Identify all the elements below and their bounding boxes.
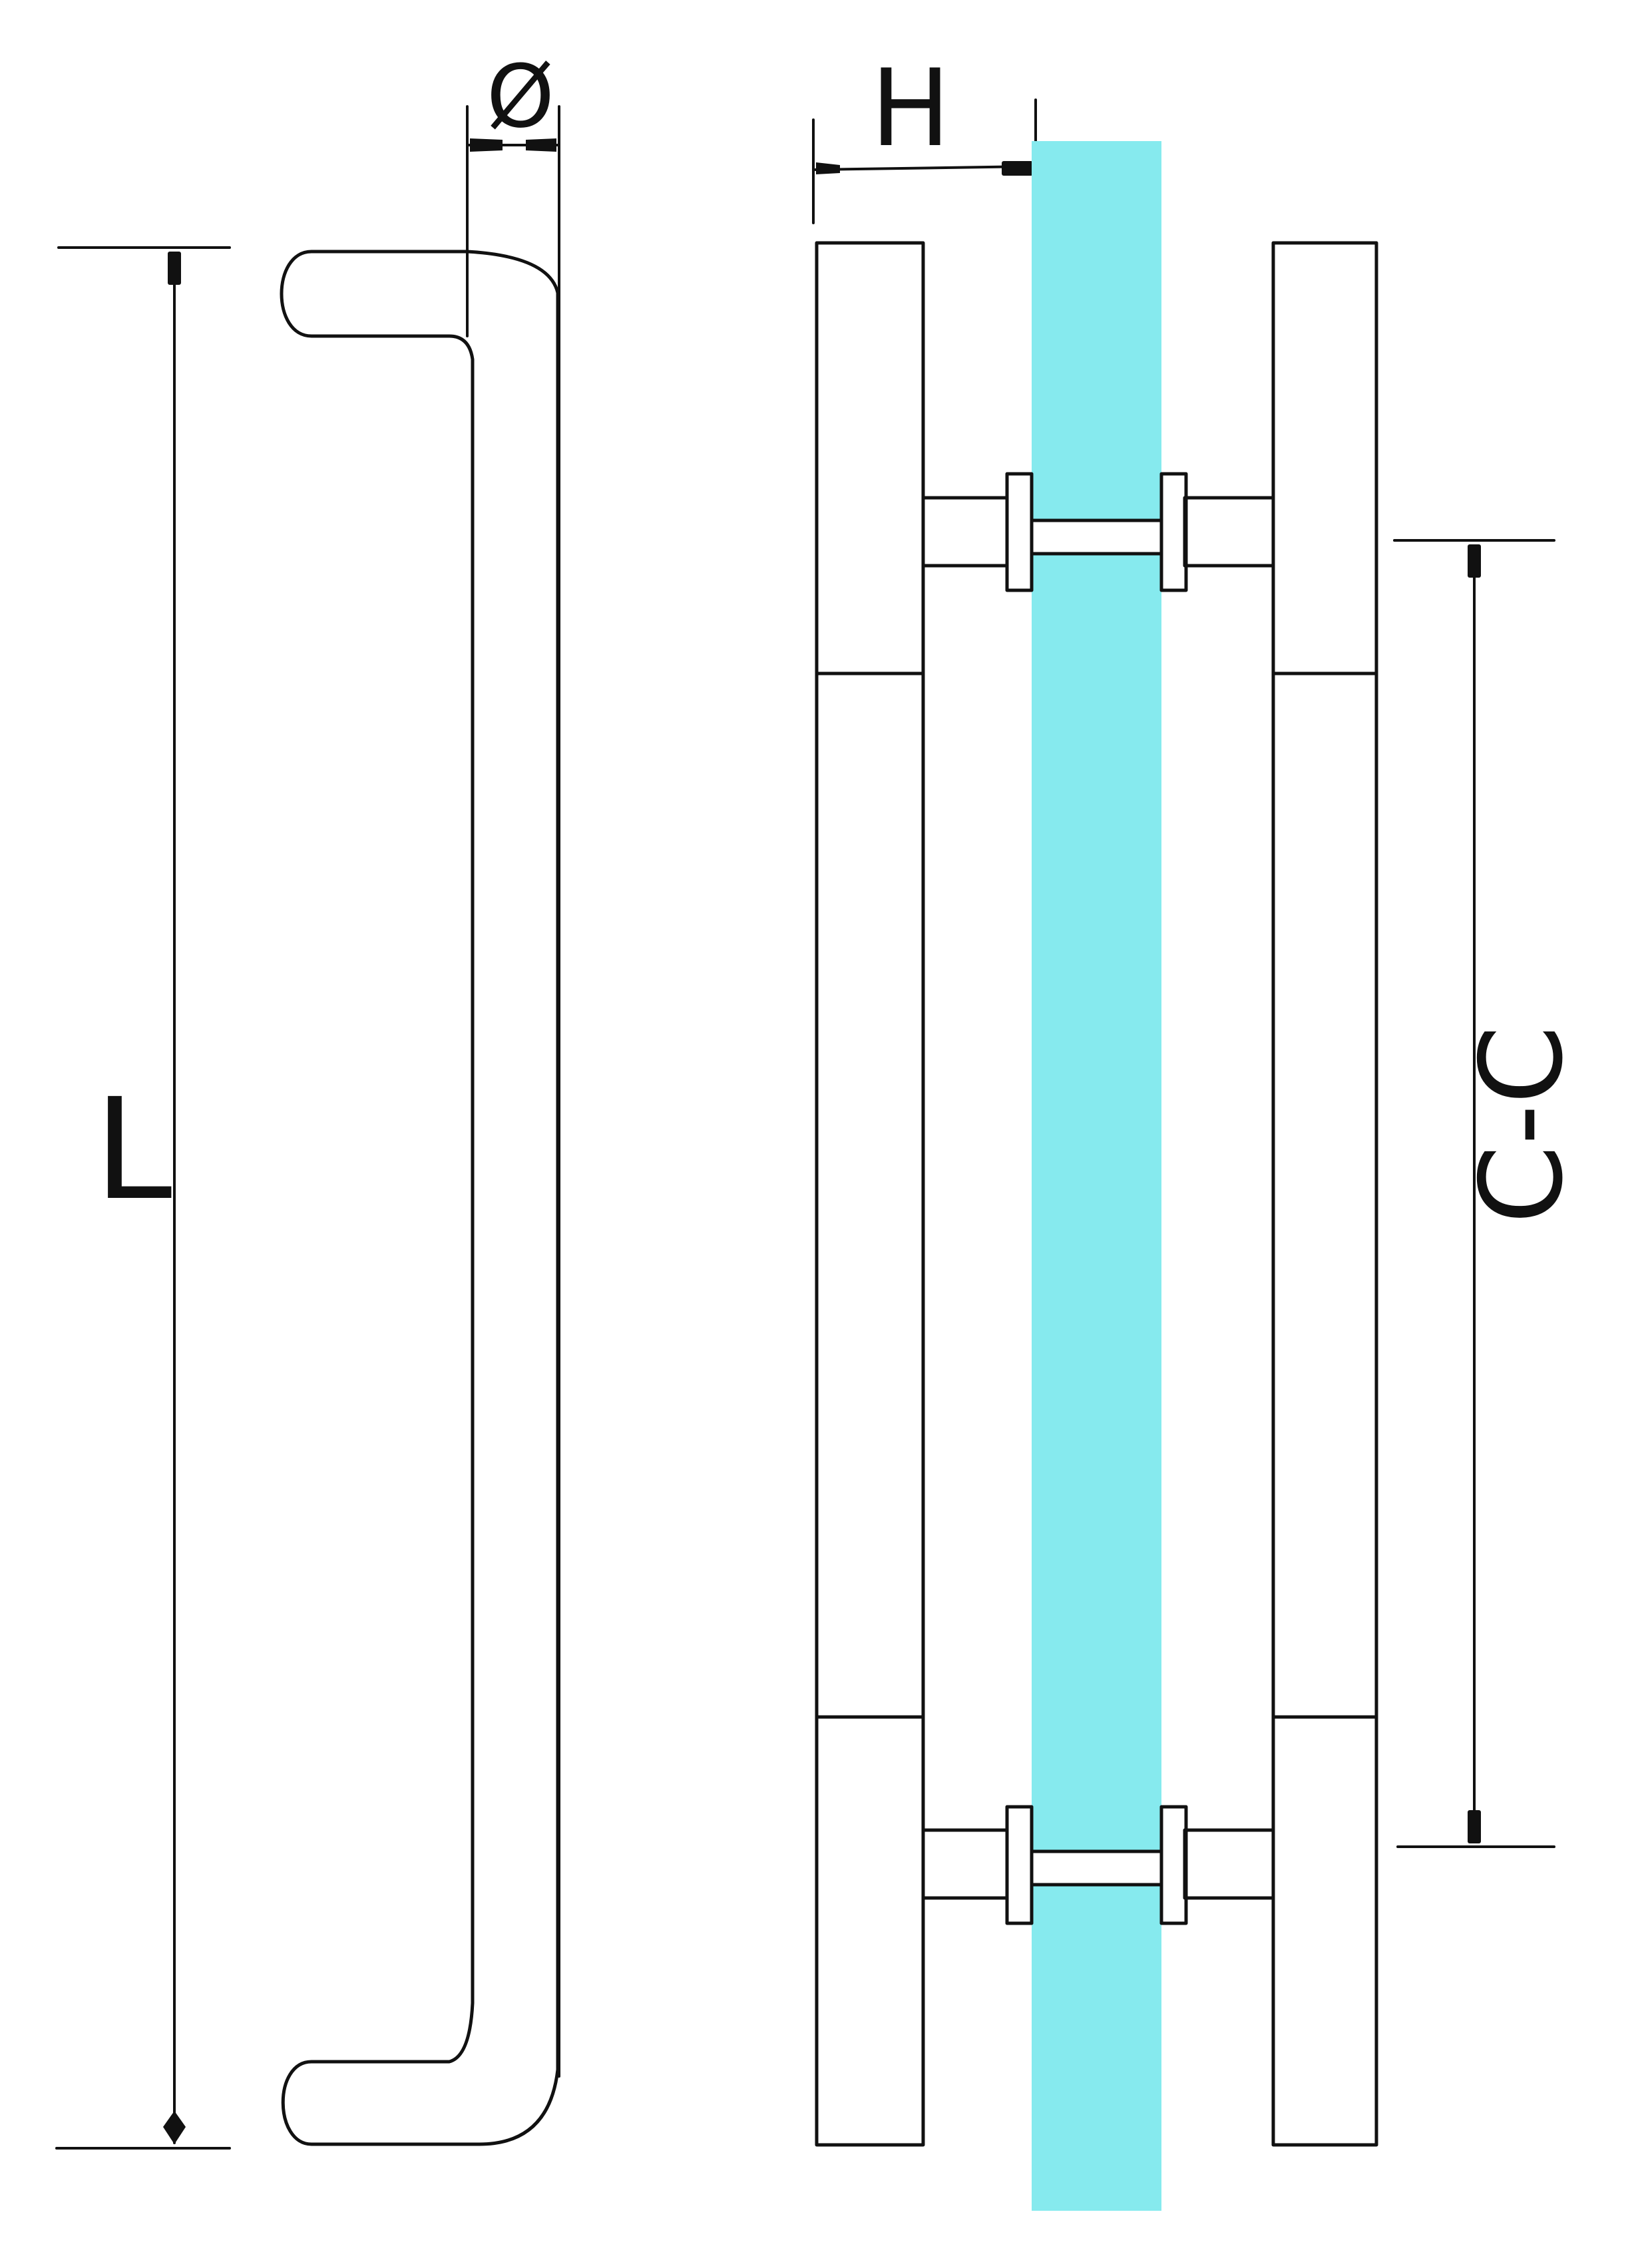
lower-right-flange — [1159, 1805, 1188, 1925]
glass-segment-top — [1032, 141, 1161, 520]
side-view: L Ø — [55, 46, 560, 2150]
left-bar-outline — [815, 241, 925, 2147]
diameter-dimension: Ø — [466, 46, 560, 2078]
upper-left-post — [921, 496, 1009, 568]
upper-left-flange — [1005, 472, 1034, 592]
cc-top-arrow — [1468, 544, 1481, 578]
lower-right-post — [1183, 1828, 1275, 1900]
upper-right-flange — [1159, 472, 1188, 592]
height-dimension: H — [812, 46, 1037, 224]
lower-left-flange — [1005, 1805, 1034, 1925]
height-label: H — [871, 46, 950, 170]
glass-segment-middle — [1032, 554, 1161, 1851]
handle-side-profile — [280, 250, 560, 2146]
lower-through-bolt — [1030, 1849, 1163, 1887]
upper-standoff — [921, 472, 1275, 592]
handle-outline — [280, 250, 560, 2146]
height-left-arrow — [816, 162, 840, 174]
lower-left-post — [921, 1828, 1009, 1900]
cc-bottom-arrow — [1468, 1810, 1481, 1843]
height-dimension-line — [814, 165, 1034, 171]
diameter-right-arrow — [526, 138, 556, 152]
right-bar-outline — [1271, 241, 1378, 2147]
length-top-arrow — [168, 252, 181, 285]
upper-through-bolt — [1030, 518, 1163, 556]
length-dimension: L — [55, 246, 231, 2150]
length-label: L — [95, 1068, 172, 1231]
center-to-center-dimension: C-C — [1393, 539, 1588, 1848]
lower-standoff — [921, 1805, 1275, 1925]
upper-right-post — [1183, 496, 1275, 568]
diameter-left-arrow — [470, 138, 503, 152]
front-view: H — [812, 46, 1588, 2211]
left-grip-bar — [815, 241, 925, 2147]
diameter-label: Ø — [487, 46, 554, 147]
height-right-arrow — [1002, 161, 1033, 176]
right-grip-bar — [1271, 241, 1378, 2147]
glass-panel — [1032, 141, 1161, 2211]
glass-segment-bottom — [1032, 1885, 1161, 2211]
cc-label: C-C — [1456, 1026, 1588, 1225]
length-bottom-arrow — [163, 2111, 186, 2144]
